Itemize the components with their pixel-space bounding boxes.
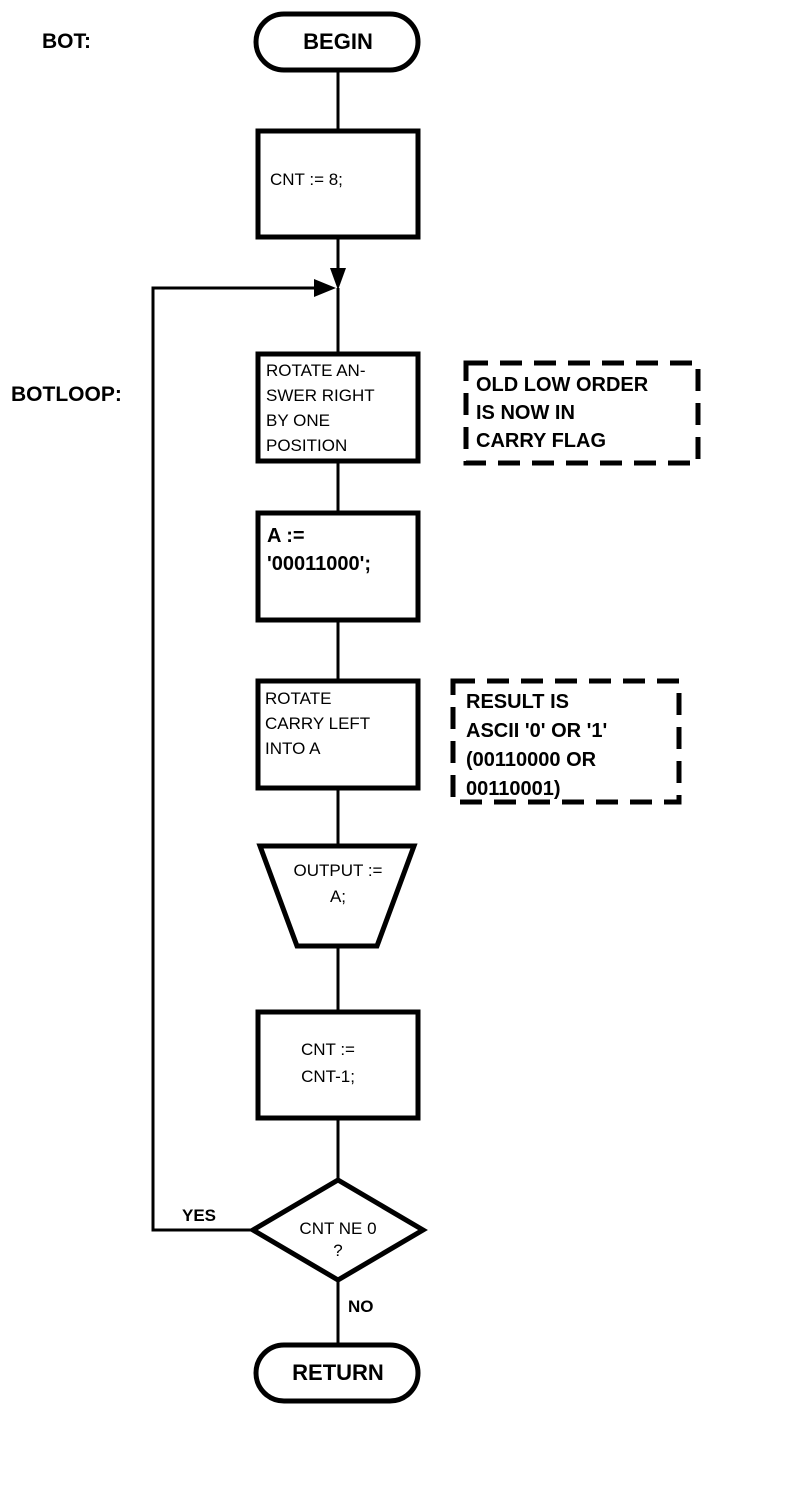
decision-text: CNT NE 0 ? (299, 1219, 377, 1260)
return-terminal (253, 1342, 421, 1404)
yes-edge-label: YES (182, 1206, 217, 1225)
rotate-carry-box (255, 678, 421, 791)
cnt-init-box (255, 128, 421, 240)
arrowhead-right (314, 279, 336, 297)
begin-terminal (253, 11, 421, 73)
loop-back-connector (151, 286, 318, 1232)
rotate-carry-text: ROTATE CARRY LEFT INTO A (265, 689, 371, 758)
cnt-init-text: CNT := 8; (270, 170, 343, 189)
rotate-answer-box (255, 351, 421, 464)
decision-diamond (248, 1177, 428, 1283)
rotate-answer-text: ROTATE AN- SWER RIGHT BY ONE POSITION (266, 361, 375, 455)
bot-label: BOT: (42, 30, 91, 53)
carry-note-box (463, 360, 701, 466)
no-edge-label: NO (348, 1297, 374, 1316)
result-note-box (450, 678, 682, 805)
arrowhead-down (330, 268, 346, 290)
set-a-box (255, 510, 421, 623)
decrement-text: CNT := CNT-1; (300, 1040, 355, 1086)
output-trapezoid (256, 843, 418, 949)
botloop-label: BOTLOOP: (11, 383, 122, 406)
begin-text: BEGIN (303, 29, 373, 54)
output-text: OUTPUT := A; (293, 861, 383, 906)
result-note-text: RESULT IS ASCII '0' OR '1' (00110000 OR … (466, 691, 608, 800)
return-text: RETURN (292, 1360, 384, 1385)
carry-note-text: OLD LOW ORDER IS NOW IN CARRY FLAG (476, 374, 649, 452)
decrement-box (255, 1009, 421, 1121)
set-a-text: A := '00011000'; (267, 525, 372, 575)
